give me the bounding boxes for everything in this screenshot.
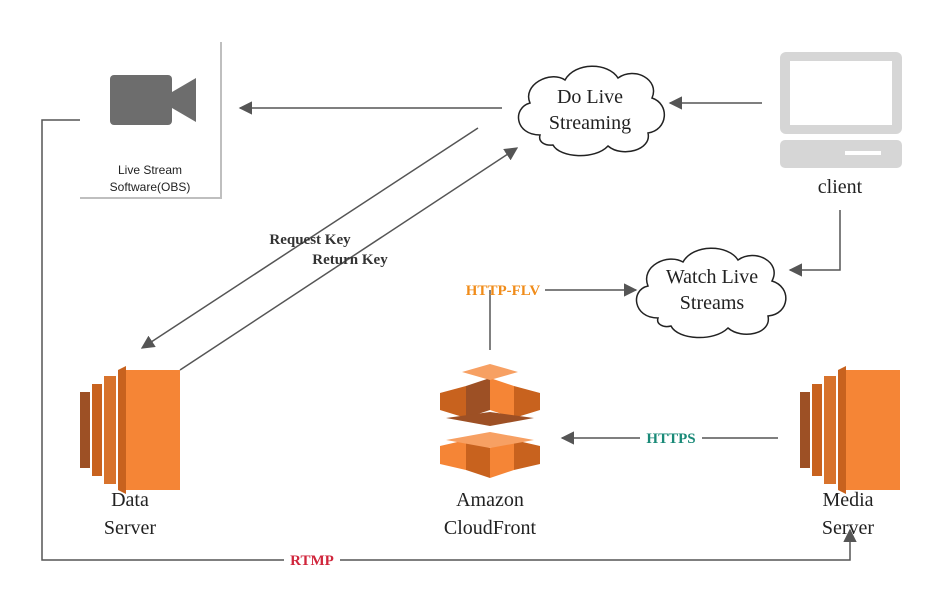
cloudfront-icon bbox=[440, 364, 540, 478]
data-server-node: Data Server bbox=[80, 366, 180, 539]
rtmp-label: RTMP bbox=[290, 553, 334, 569]
obs-box-border bbox=[80, 42, 222, 199]
cloud-shape bbox=[635, 247, 787, 339]
watch-live-streams-node: Watch Live Streams bbox=[635, 247, 787, 339]
data-server-label-line1: Data bbox=[111, 489, 149, 511]
cloudfront-label-line2: CloudFront bbox=[444, 517, 537, 539]
desktop-computer-icon bbox=[780, 52, 902, 168]
media-server-label-line1: Media bbox=[822, 489, 873, 511]
arrow-client-to-watch bbox=[788, 210, 841, 277]
cloudfront-node: Amazon CloudFront bbox=[440, 364, 540, 539]
do-live-streaming-node: Do Live Streaming bbox=[517, 65, 666, 157]
ec2-instance-icon bbox=[800, 366, 900, 494]
obs-label-line2: Software(OBS) bbox=[110, 180, 191, 194]
data-server-label-line2: Server bbox=[104, 517, 157, 539]
line-rtmp-left bbox=[41, 119, 284, 561]
watch-live-label-line2: Streams bbox=[680, 292, 745, 314]
client-node: client bbox=[780, 52, 902, 198]
arrow-rtmp bbox=[340, 528, 857, 561]
connectors bbox=[41, 96, 857, 561]
return-key-label: Return Key bbox=[312, 252, 388, 268]
do-live-label-line1: Do Live bbox=[557, 86, 623, 108]
do-live-label-line2: Streaming bbox=[549, 112, 631, 134]
obs-label-line1: Live Stream bbox=[118, 163, 182, 177]
client-label: client bbox=[818, 176, 863, 198]
ec2-instance-icon bbox=[80, 366, 180, 494]
arrow-return-key bbox=[179, 147, 519, 371]
media-server-node: Media Server bbox=[800, 366, 900, 539]
http-flv-label: HTTP-FLV bbox=[466, 283, 541, 299]
request-key-label: Request Key bbox=[269, 232, 351, 248]
video-camera-icon bbox=[110, 75, 196, 125]
arrow-request-key bbox=[140, 127, 479, 349]
obs-node: Live Stream Software(OBS) bbox=[80, 42, 222, 199]
media-server-label-line2: Server bbox=[822, 517, 875, 539]
cloud-shape bbox=[517, 65, 666, 157]
watch-live-label-line1: Watch Live bbox=[666, 266, 758, 288]
cloudfront-label-line1: Amazon bbox=[456, 489, 524, 511]
https-label: HTTPS bbox=[646, 431, 695, 447]
